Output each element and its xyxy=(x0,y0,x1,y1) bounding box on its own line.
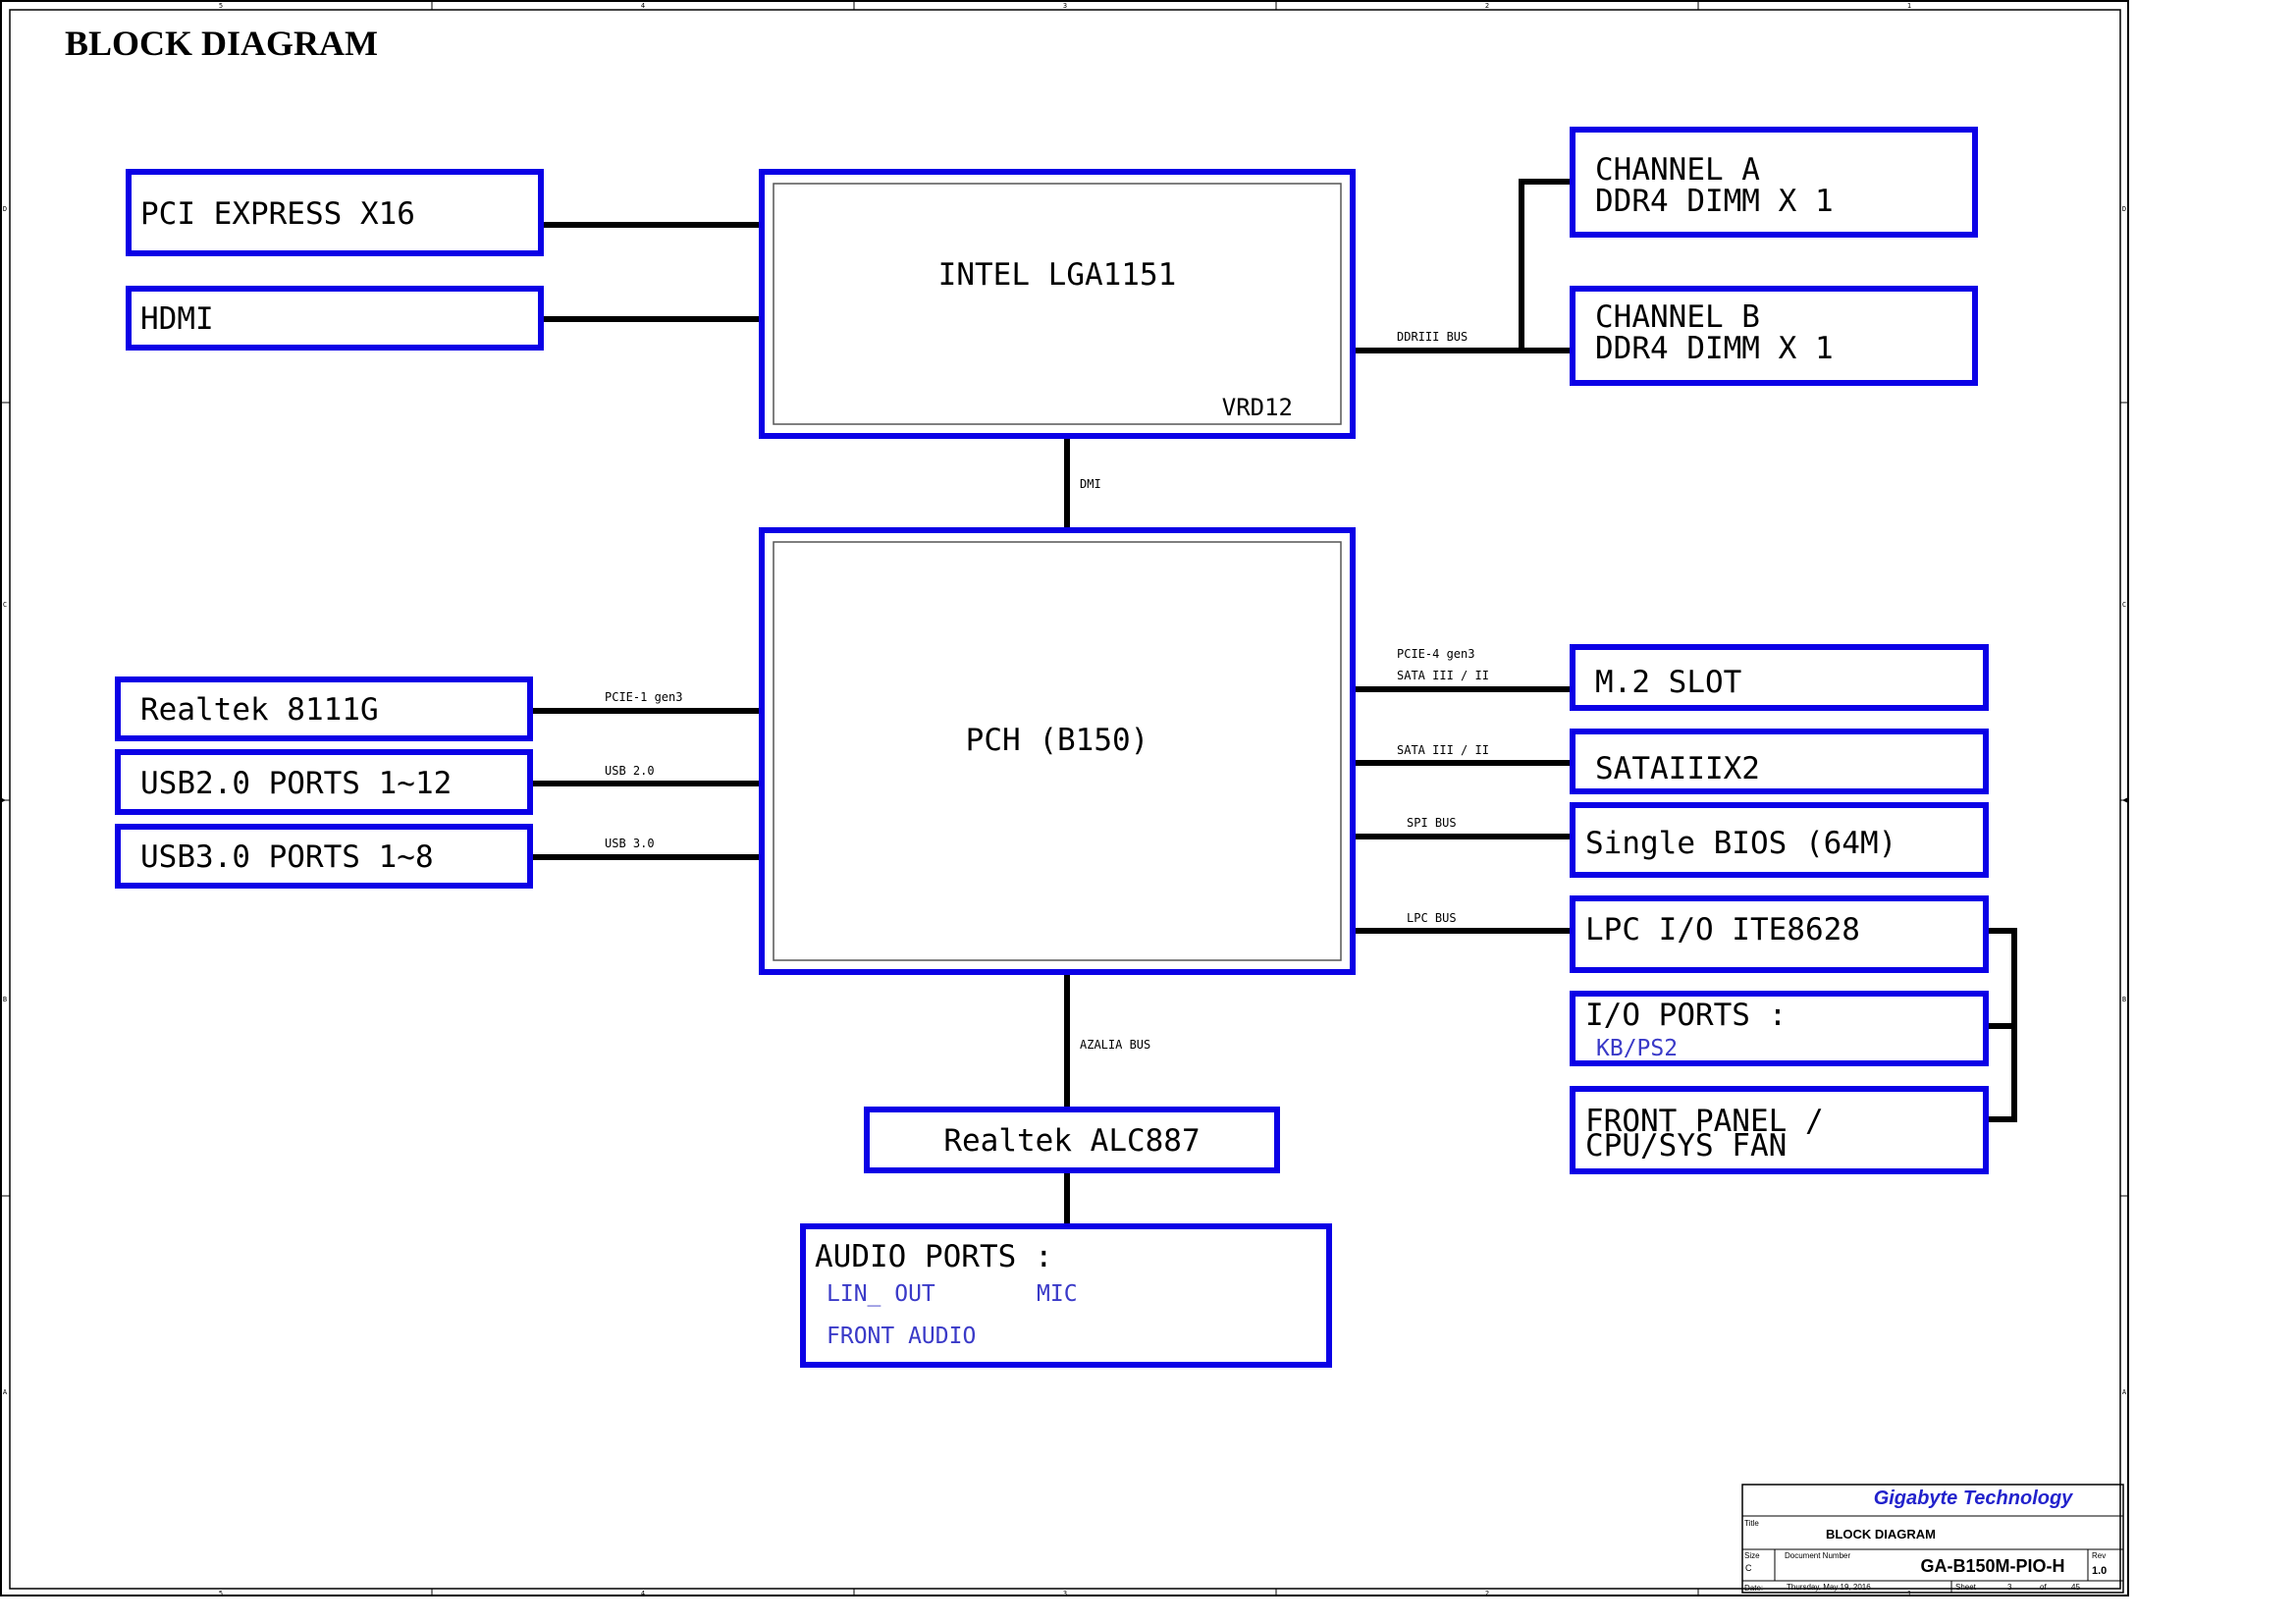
zone-top-5: 5 xyxy=(219,2,223,10)
front-panel-line2: CPU/SYS FAN xyxy=(1585,1128,1787,1163)
zone-top-3: 3 xyxy=(1063,2,1067,10)
zone-right-b: B xyxy=(2122,996,2126,1003)
front-panel-block xyxy=(1570,1086,1989,1174)
audio-codec-label: Realtek ALC887 xyxy=(943,1123,1200,1159)
sata-label: SATAIIIX2 xyxy=(1595,751,1760,786)
usb3-ports-label: USB3.0 PORTS 1~8 xyxy=(140,839,434,875)
m2-slot-block xyxy=(1570,644,1989,711)
realtek-8111g-label: Realtek 8111G xyxy=(140,692,379,728)
of-caption: of xyxy=(2040,1583,2047,1592)
blocks xyxy=(115,127,1989,1368)
rev-value: 1.0 xyxy=(2092,1565,2107,1577)
usb3-bus-label: USB 3.0 xyxy=(605,837,655,850)
zone-left-b: B xyxy=(3,996,7,1003)
wires xyxy=(530,179,2017,1223)
io-ports-block xyxy=(1570,991,1989,1066)
usb2-bus-label: USB 2.0 xyxy=(605,764,655,778)
zone-left-d: D xyxy=(3,205,7,213)
zone-bottom-2: 2 xyxy=(1485,1590,1489,1597)
channel-a-line2: DDR4 DIMM X 1 xyxy=(1595,184,1834,219)
drawing-frame: 5 4 3 2 1 5 4 3 2 1 D C B A D C B A xyxy=(0,0,2129,1597)
audio-codec-block xyxy=(864,1107,1280,1173)
m2-slot-label: M.2 SLOT xyxy=(1595,665,1741,700)
sata-block xyxy=(1570,729,1989,794)
zone-right-a: A xyxy=(2122,1388,2127,1396)
cpu-vrd-label: VRD12 xyxy=(1222,394,1293,421)
channel-b-line1: CHANNEL B xyxy=(1595,299,1760,335)
spi-bus-label: SPI BUS xyxy=(1407,816,1457,830)
sheet-value: 3 xyxy=(2007,1583,2012,1592)
dmi-label: DMI xyxy=(1080,477,1101,491)
bios-label: Single BIOS (64M) xyxy=(1585,826,1896,861)
sheet-caption: Sheet xyxy=(1955,1583,1977,1592)
m2-bus-label-1: PCIE-4 gen3 xyxy=(1397,647,1474,661)
pch-inner-frame xyxy=(773,541,1342,961)
cpu-block xyxy=(759,169,1356,439)
rev-caption: Rev xyxy=(2092,1551,2106,1560)
audio-port-front-audio: FRONT AUDIO xyxy=(827,1324,976,1349)
zone-top-2: 2 xyxy=(1485,2,1489,10)
pci-express-x16-label: PCI EXPRESS X16 xyxy=(140,196,415,232)
pci-express-x16-block xyxy=(126,169,544,256)
front-panel-line1: FRONT PANEL / xyxy=(1585,1104,1824,1139)
sheet-total: 45 xyxy=(2071,1583,2080,1592)
lpc-io-label: LPC I/O ITE8628 xyxy=(1585,912,1860,947)
pcie1-bus-label: PCIE-1 gen3 xyxy=(605,690,682,704)
docnum-value: GA-B150M-PIO-H xyxy=(1920,1556,2064,1576)
zone-left-c: C xyxy=(3,601,7,609)
realtek-8111g-block xyxy=(115,676,533,741)
date-value: Thursday, May 19, 2016 xyxy=(1787,1583,1871,1592)
audio-ports-block xyxy=(800,1223,1332,1368)
audio-port-mic: MIC xyxy=(1037,1281,1078,1307)
zone-right-d: D xyxy=(2122,205,2126,213)
m2-bus-label-2: SATA III / II xyxy=(1397,669,1489,682)
io-ports-kb-ps2: KB/PS2 xyxy=(1596,1036,1678,1061)
lpc-bus-label: LPC BUS xyxy=(1407,911,1457,925)
title-value: BLOCK DIAGRAM xyxy=(1826,1527,1936,1542)
zone-right-c: C xyxy=(2122,601,2126,609)
bios-block xyxy=(1570,802,1989,878)
date-caption: Date: xyxy=(1744,1584,1763,1593)
zone-bottom-1: 1 xyxy=(1907,1590,1911,1597)
ddr-bus-label: DDRIII BUS xyxy=(1397,330,1468,344)
hdmi-label: HDMI xyxy=(140,301,214,337)
azalia-bus-label: AZALIA BUS xyxy=(1080,1038,1150,1052)
zone-top-1: 1 xyxy=(1907,2,1911,10)
company-name: Gigabyte Technology xyxy=(1874,1488,2073,1509)
usb2-ports-label: USB2.0 PORTS 1~12 xyxy=(140,766,452,801)
channel-b-block xyxy=(1570,286,1978,386)
hdmi-block xyxy=(126,286,544,351)
pch-name: PCH (B150) xyxy=(966,723,1149,758)
audio-port-line-out: LIN_ OUT xyxy=(827,1281,935,1307)
size-value: C xyxy=(1745,1563,1752,1573)
cpu-name: INTEL LGA1151 xyxy=(938,257,1177,293)
sata-bus-label: SATA III / II xyxy=(1397,743,1489,757)
page-title: BLOCK DIAGRAM xyxy=(65,24,378,63)
zone-bottom-3: 3 xyxy=(1063,1590,1067,1597)
lpc-io-block xyxy=(1570,895,1989,973)
pch-block xyxy=(759,527,1356,975)
zone-bottom-5: 5 xyxy=(219,1590,223,1597)
audio-ports-label: AUDIO PORTS : xyxy=(815,1239,1053,1274)
title-block: Gigabyte Technology Title BLOCK DIAGRAM … xyxy=(1741,1484,2124,1594)
zone-top-4: 4 xyxy=(641,2,645,10)
title-caption: Title xyxy=(1744,1519,1759,1528)
size-caption: Size xyxy=(1744,1551,1760,1560)
channel-a-line1: CHANNEL A xyxy=(1595,152,1760,188)
docnum-caption: Document Number xyxy=(1785,1551,1850,1560)
channel-a-block xyxy=(1570,127,1978,238)
usb3-ports-block xyxy=(115,824,533,889)
cpu-inner-frame xyxy=(773,183,1342,425)
zone-left-a: A xyxy=(3,1388,8,1396)
usb2-ports-block xyxy=(115,749,533,815)
zone-bottom-4: 4 xyxy=(641,1590,645,1597)
io-ports-label: I/O PORTS : xyxy=(1585,998,1787,1033)
channel-b-line2: DDR4 DIMM X 1 xyxy=(1595,331,1834,366)
